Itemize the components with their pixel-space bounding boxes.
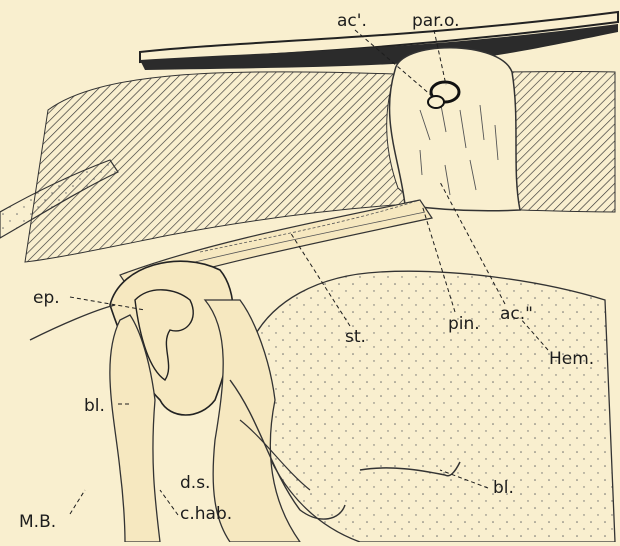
- left-nerve: [30, 305, 115, 340]
- label-hem: Hem.: [549, 351, 594, 368]
- label-ac-prime: ac'.: [337, 13, 367, 30]
- label-ep: ep.: [33, 290, 60, 307]
- label-st: st.: [345, 329, 366, 346]
- parapineal-dome: [390, 48, 520, 211]
- label-pin: pin.: [448, 316, 480, 333]
- label-c-hab: c.hab.: [180, 506, 232, 523]
- leader-mb: [70, 490, 85, 514]
- label-mb: M.B.: [19, 514, 56, 531]
- label-ac-double-prime: ac.": [500, 306, 533, 323]
- label-ds: d.s.: [180, 475, 210, 492]
- label-bl-left: bl.: [84, 398, 105, 415]
- label-bl-right: bl.: [493, 480, 514, 497]
- leader-c-hab: [160, 490, 178, 515]
- hemisphere: [250, 271, 615, 542]
- label-par-o: par.o.: [412, 13, 460, 30]
